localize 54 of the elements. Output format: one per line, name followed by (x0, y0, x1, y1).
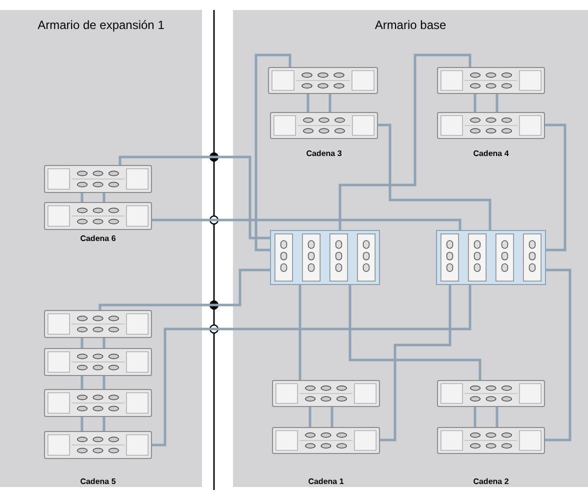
cable-line (308, 407, 312, 427)
cable-line (545, 124, 566, 252)
cable-line (330, 407, 334, 427)
cable-line (152, 285, 472, 446)
controller-unit (270, 230, 380, 285)
disk-shelf (270, 112, 378, 139)
disk-shelf (268, 67, 378, 94)
chain-label: Cadena 2 (473, 476, 509, 488)
cable-line (102, 193, 106, 202)
cable-line (254, 54, 292, 252)
cabinet-title: Armario de expansión 1 (38, 17, 164, 34)
cable-line (152, 218, 462, 230)
chain-label: Cadena 6 (80, 233, 116, 245)
cable-line (338, 54, 472, 230)
disk-shelf (437, 427, 545, 454)
cable-line (496, 94, 498, 112)
cable-line (328, 94, 332, 112)
disk-shelf (272, 427, 380, 454)
disk-shelf (272, 380, 380, 407)
disk-shelf (437, 112, 545, 139)
disk-shelf (44, 389, 152, 417)
cable-line (474, 407, 476, 427)
disk-shelf (44, 431, 152, 459)
cable-line (545, 268, 572, 442)
cable-line (102, 376, 106, 389)
cable-line (80, 417, 84, 431)
cable-line (98, 268, 270, 310)
chain-label: Cadena 4 (473, 148, 509, 160)
cabinet-title: Armario base (374, 17, 446, 34)
cable-line (80, 338, 84, 348)
cable-line (118, 156, 270, 240)
cabinet-panel (233, 10, 588, 487)
cable-line (298, 285, 302, 380)
disk-shelf (44, 202, 152, 230)
disk-shelf (437, 380, 545, 407)
cable-line (80, 376, 84, 389)
cable-line (474, 94, 476, 112)
cabinet-panel (0, 10, 202, 487)
cable-line (378, 124, 492, 230)
disk-shelf (437, 67, 545, 94)
cable-line (80, 193, 84, 202)
cable-line (306, 94, 310, 112)
cable-line (496, 407, 498, 427)
cable-line (348, 285, 482, 380)
chain-label: Cadena 1 (308, 476, 344, 488)
chain-label: Cadena 3 (306, 148, 342, 160)
disk-shelf (44, 348, 152, 376)
disk-shelf (44, 165, 152, 193)
cable-line (380, 285, 452, 442)
disk-shelf (44, 310, 152, 338)
controller-unit (436, 230, 546, 285)
cable-line (102, 338, 106, 348)
cable-line (102, 417, 106, 431)
chain-label: Cadena 5 (80, 476, 116, 488)
